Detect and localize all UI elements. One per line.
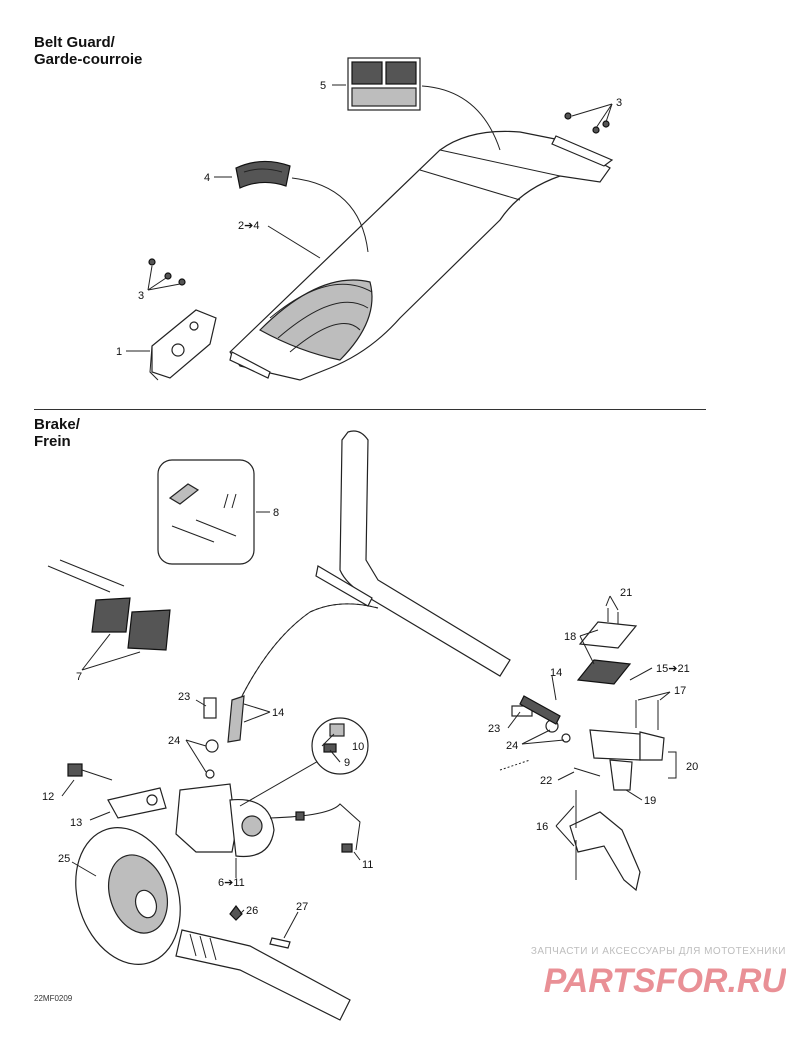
brake-pads-part-7 [47, 559, 171, 671]
brake-hose-part-14 [227, 603, 379, 743]
belt-guard-title-line2: Garde-courroie [34, 51, 143, 68]
nuts-part-3-lower [148, 258, 186, 286]
master-cylinder-part-15 [499, 608, 665, 791]
callout-18: 18 [564, 631, 576, 643]
callout-22: 22 [540, 775, 552, 787]
piston-inset-parts-9-10 [311, 717, 369, 775]
callout-20: 20 [686, 761, 698, 773]
callout-15-to-21: 15➔21 [656, 663, 690, 675]
pin-kit-part-8 [157, 459, 270, 565]
handlebar [315, 430, 511, 677]
callout-9: 9 [344, 757, 350, 769]
brake-title-line1: Brake/ [34, 416, 80, 433]
callout-11: 11 [362, 859, 373, 871]
callout-16: 16 [536, 821, 548, 833]
watermark-logo-text: PARTSFOR.RU [544, 962, 786, 998]
callout-23-right: 23 [488, 723, 500, 735]
bracket-part-1 [149, 309, 217, 381]
callout-5: 5 [320, 80, 326, 92]
callout-24-left: 24 [168, 735, 180, 747]
callout-4: 4 [204, 172, 210, 184]
brake-heading: Brake/ Frein [34, 416, 80, 450]
caliper-part-6 [175, 759, 361, 858]
section-divider [34, 409, 706, 410]
brake-title-line2: Frein [34, 433, 71, 450]
figure-reference-code: 22MF0209 [34, 994, 73, 1003]
callout-24-right: 24 [506, 740, 518, 752]
callout-2-to-4: 2➔4 [238, 220, 259, 232]
belt-guard-part-2 [229, 130, 614, 381]
callout-26: 26 [246, 905, 258, 917]
callout-10: 10 [352, 741, 364, 753]
decal-part-5 [347, 57, 421, 111]
callout-12: 12 [42, 791, 54, 803]
banjo-bolts [203, 695, 571, 779]
callout-6-to-11: 6➔11 [218, 877, 245, 889]
callout-25: 25 [58, 853, 70, 865]
callout-27: 27 [296, 901, 308, 913]
belt-guard-leaders [126, 84, 613, 352]
callout-23-left: 23 [178, 691, 190, 703]
callout-21: 21 [620, 587, 632, 599]
callout-14-right: 14 [550, 667, 562, 679]
shaft-part-26 [175, 905, 351, 1021]
watermark-caption: ЗАПЧАСТИ И АКСЕССУАРЫ ДЛЯ МОТОТЕХНИКИ [530, 946, 786, 957]
callout-8: 8 [273, 507, 279, 519]
watermark-logo: PARTSFOR.RU [544, 962, 786, 998]
key-part-27 [269, 937, 291, 949]
brake-lever-part-16 [569, 790, 641, 892]
callout-3-lower: 3 [138, 290, 144, 302]
callout-13: 13 [70, 817, 82, 829]
callout-14-left: 14 [272, 707, 284, 719]
brake-leaders [61, 595, 677, 939]
bolt-part-12 [67, 763, 113, 781]
brake-disc-part-25 [75, 827, 181, 965]
callout-19: 19 [644, 795, 656, 807]
callout-1: 1 [116, 346, 122, 358]
nuts-part-3-upper [564, 112, 610, 134]
callout-17: 17 [674, 685, 686, 697]
emblem-part-4 [235, 160, 291, 189]
belt-guard-heading: Belt Guard/ Garde-courroie [34, 34, 142, 68]
belt-guard-title-line1: Belt Guard/ [34, 34, 115, 51]
callout-labels: 5 3 4 2➔4 3 1 8 7 21 18 14 15➔21 17 23 2… [42, 80, 698, 917]
callout-3-upper: 3 [616, 97, 622, 109]
callout-7: 7 [76, 671, 82, 683]
bracket-part-13 [107, 787, 167, 819]
